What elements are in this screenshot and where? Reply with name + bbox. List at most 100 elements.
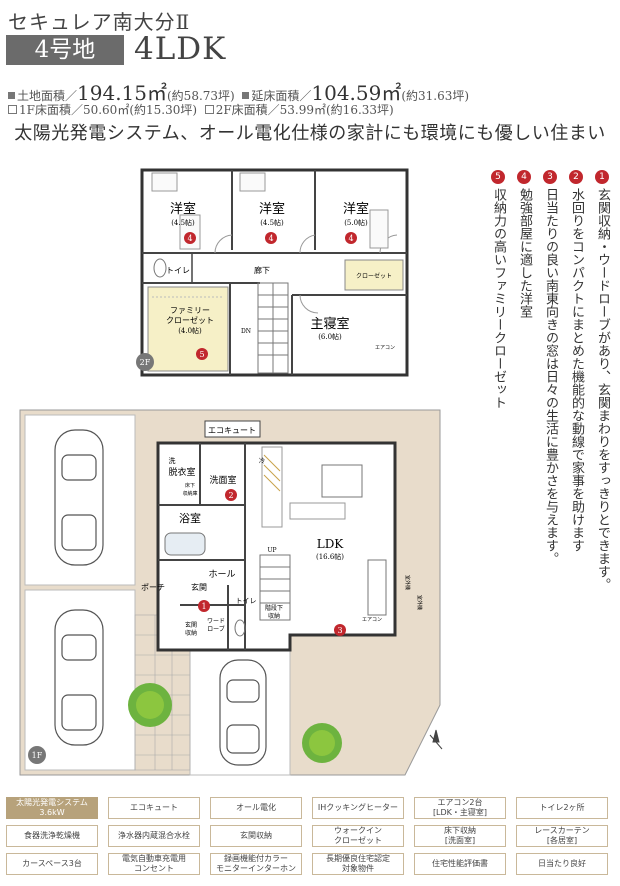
equipment-item: 食器洗浄乾燥機 [6, 825, 98, 847]
svg-text:4: 4 [348, 234, 353, 243]
equipment-item: エコキュート [108, 797, 200, 819]
svg-text:クローゼット: クローゼット [166, 315, 214, 325]
feature-3: 3日当たりの良い南東向きの窓は日々の生活に豊かさを与えます。 [543, 170, 558, 565]
svg-text:1F: 1F [32, 751, 43, 760]
floor-2-plan: 洋室 (4.5帖) 洋室 (4.5帖) 洋室 (5.0帖) トイレ 廊下 クロー… [136, 168, 409, 377]
equipment-item: オール電化 [210, 797, 302, 819]
svg-text:DN: DN [241, 328, 251, 335]
svg-text:5: 5 [199, 350, 204, 359]
feature-4: 4勉強部屋に適した洋室 [517, 170, 532, 318]
floor-1-plan: エコキュート 洗 脱衣室 床下 [19, 409, 443, 776]
tree-icon [128, 683, 172, 727]
area-row-floors: 1F床面積／50.60㎡(約15.30坪) 2F床面積／53.99㎡(約16.3… [8, 101, 394, 118]
square-icon [8, 92, 15, 99]
floor-plan: 洋室 (4.5帖) 洋室 (4.5帖) 洋室 (5.0帖) トイレ 廊下 クロー… [19, 168, 443, 776]
equipment-item: レースカーテン [各居室] [516, 825, 608, 847]
svg-text:4: 4 [187, 234, 192, 243]
equipment-item: 太陽光発電システム 3.6kW [6, 797, 98, 819]
svg-text:ローブ: ローブ [207, 625, 225, 633]
room-hall-2f: 廊下 [254, 265, 270, 275]
room-dressing: 脱衣室 [168, 466, 195, 478]
badge-2-washroom: 2 [225, 489, 237, 501]
equipment-item: 長期優良住宅認定 対象物件 [312, 853, 404, 875]
tree-icon [302, 723, 342, 763]
svg-text:床下: 床下 [185, 482, 195, 489]
feature-1: 1玄関収納・ウードローブがあり、玄関まわりをすっきりとできます。 [595, 170, 610, 591]
square-outline-icon [8, 105, 17, 114]
equipment-item: 玄関収納 [210, 825, 302, 847]
eco-cute: エコキュート [208, 426, 256, 435]
svg-text:(6.0帖): (6.0帖) [318, 332, 342, 341]
svg-text:2F: 2F [140, 358, 151, 367]
room-washroom: 洗面室 [209, 474, 236, 486]
equipment-item: 床下収納 [洗面室] [414, 825, 506, 847]
feature-5: 5収納力の高いファミリークローゼット [491, 170, 506, 409]
badge-5-closet: 5 [196, 348, 208, 360]
svg-text:(4.0帖): (4.0帖) [178, 326, 202, 335]
badge-4-room2: 4 [265, 232, 277, 244]
site-area-value: 194.15㎡ [77, 81, 167, 105]
car-icon [54, 609, 104, 746]
car-icon [54, 429, 104, 566]
svg-text:収納: 収納 [185, 629, 197, 637]
equipment-item: トイレ2ヶ所 [516, 797, 608, 819]
square-icon [242, 92, 250, 99]
room-master-bedroom: 主寝室 [310, 316, 349, 332]
room-hall: ホール [208, 569, 235, 580]
square-outline-icon [204, 105, 214, 114]
floor-tag-2f: 2F [136, 353, 154, 371]
feature-list: 1玄関収納・ウードローブがあり、玄関まわりをすっきりとできます。 2水回りをコン… [478, 170, 612, 610]
room-closet: クローゼット [356, 272, 392, 280]
svg-text:(4.5帖): (4.5帖) [260, 218, 284, 227]
room-bath: 浴室 [179, 511, 201, 525]
equipment-item: 録画機能付カラー モニターインターホン [210, 853, 302, 875]
layout-type: 4LDK [134, 31, 227, 67]
compass-icon [429, 729, 443, 750]
svg-text:エアコン: エアコン [362, 617, 382, 623]
equipment-item: 浄水器内蔵混合水栓 [108, 825, 200, 847]
headline: 太陽光発電システム、オール電化仕様の家計にも環境にも優しい住まい [14, 123, 606, 144]
svg-text:洗: 洗 [169, 456, 176, 465]
svg-text:3: 3 [337, 626, 342, 635]
svg-text:階段下: 階段下 [265, 604, 283, 612]
svg-text:(5.0帖): (5.0帖) [344, 218, 368, 227]
svg-text:1: 1 [201, 602, 206, 611]
room-western-3: 洋室 [343, 201, 369, 217]
badge-4-room1: 4 [184, 232, 196, 244]
svg-text:(4.5帖): (4.5帖) [171, 218, 195, 227]
svg-text:2: 2 [228, 491, 233, 500]
svg-text:収納庫: 収納庫 [182, 490, 197, 497]
svg-text:室外機: 室外機 [404, 575, 411, 590]
svg-text:4: 4 [268, 234, 273, 243]
room-family-closet: ファミリー [170, 306, 210, 315]
car-icon [219, 659, 267, 766]
badge-4-room3: 4 [345, 232, 357, 244]
equipment-item: 住宅性能評価書 [414, 853, 506, 875]
svg-text:収納: 収納 [268, 612, 280, 620]
room-toilet-2f: トイレ [166, 266, 190, 275]
porch: ポーチ [141, 583, 165, 592]
floor-tag-1f: 1F [28, 746, 46, 764]
feature-2: 2水回りをコンパクトにまとめた機能的な動線で家事を助けます [569, 170, 584, 552]
svg-text:UP: UP [267, 547, 276, 554]
room-western-2: 洋室 [259, 201, 285, 217]
room-western-1: 洋室 [170, 201, 196, 217]
svg-text:室外機: 室外機 [416, 595, 423, 610]
property-title: セキュレア南大分Ⅱ [8, 10, 191, 34]
floor-area-value: 104.59㎡ [311, 81, 402, 105]
badge-1-entrance: 1 [198, 600, 210, 612]
equipment-item: エアコン2台 [LDK・主寝室] [414, 797, 506, 819]
equipment-item: IHクッキングヒーター [312, 797, 404, 819]
lot-number: 4号地 [6, 35, 124, 65]
area-row-main: 土地面積／194.15㎡(約58.73坪) 延床面積／104.59㎡(約31.6… [8, 77, 469, 106]
svg-text:玄関: 玄関 [185, 621, 197, 629]
equipment-item: 日当たり良好 [516, 853, 608, 875]
room-entrance: 玄関 [191, 582, 207, 592]
equipment-item: 電気自動車充電用 コンセント [108, 853, 200, 875]
equipment-item: ウォークイン クローゼット [312, 825, 404, 847]
svg-text:エアコン: エアコン [375, 345, 395, 351]
badge-3-ldk: 3 [334, 624, 346, 636]
room-ldk: LDK [317, 537, 345, 551]
svg-text:(16.6帖): (16.6帖) [316, 552, 344, 561]
room-toilet-1f: トイレ [236, 597, 257, 605]
